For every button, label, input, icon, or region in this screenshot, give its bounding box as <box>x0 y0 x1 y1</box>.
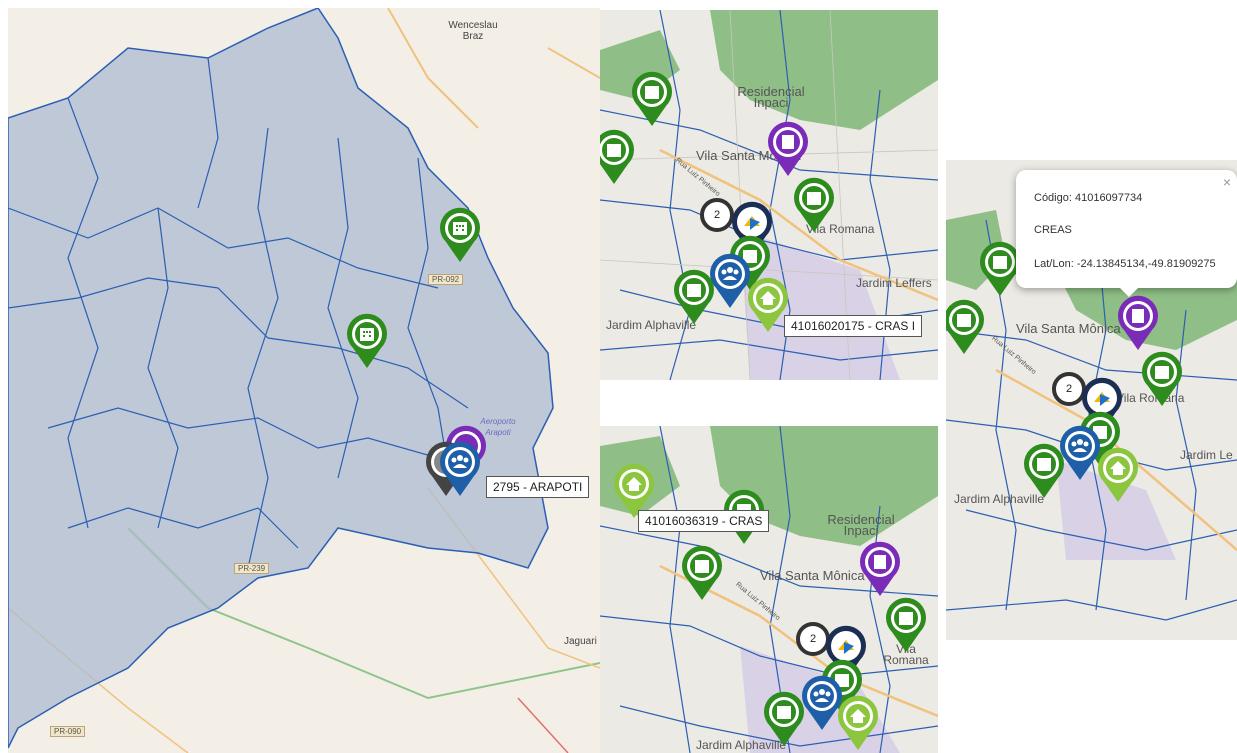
road-shield-pr090: PR-090 <box>50 726 86 737</box>
hospital-icon <box>674 269 714 324</box>
label-vila-santa: Vila Santa Mônica <box>1016 321 1121 336</box>
label-vila-santa: Vila Santa Mônica <box>760 568 865 583</box>
popup-latlon: Lat/Lon: -24.13845134,-49.81909275 <box>1034 258 1216 270</box>
hospital-icon <box>1142 351 1182 406</box>
marker-tooltip: 41016020175 - CRAS I <box>784 315 923 337</box>
building-icon <box>732 201 772 256</box>
hospital-icon <box>440 207 480 262</box>
house-icon <box>838 695 878 750</box>
cras-marker[interactable] <box>708 252 752 310</box>
hospital-icon <box>632 71 672 126</box>
hospital-marker[interactable] <box>946 298 986 356</box>
label-vila-romana: Vila Romana <box>806 222 875 236</box>
hospital-marker[interactable] <box>978 240 1022 298</box>
creas-marker[interactable] <box>766 120 810 178</box>
building-icon <box>826 625 866 680</box>
hospital-icon <box>946 299 984 354</box>
housing-marker[interactable] <box>836 694 880 752</box>
creas-icon <box>768 121 808 176</box>
creas-icon <box>1118 295 1158 350</box>
label-jardim-alphaville: Jardim Alphaville <box>696 738 787 752</box>
marker-popup: × Código: 41016097734 CREAS Lat/Lon: -24… <box>1016 170 1237 297</box>
marker-tooltip: 41016036319 - CRAS <box>638 510 770 532</box>
airport-label: Aeroporto Arapoti <box>480 417 516 437</box>
street-boundaries <box>600 426 938 753</box>
cras-marker[interactable] <box>800 674 844 732</box>
creas-marker[interactable] <box>1116 294 1160 352</box>
popup-codigo: Código: 41016097734 <box>1034 192 1143 204</box>
label-residencial: Residencial Inpaci <box>737 84 805 110</box>
housing-marker[interactable] <box>612 462 656 520</box>
hospital-icon <box>980 241 1020 296</box>
hospital-marker[interactable] <box>680 544 724 602</box>
housing-marker[interactable] <box>1096 446 1140 504</box>
zoom-panel-right[interactable]: Vila Santa Mônica Vila Romana Jardim Le … <box>946 160 1237 640</box>
hospital-icon <box>347 313 387 368</box>
hospital-marker[interactable] <box>792 176 836 234</box>
cluster-marker[interactable]: 2 <box>700 198 734 232</box>
people-icon <box>440 441 480 496</box>
zoom-panel-top[interactable]: Residencial Inpaci Vila Santa Mônica Vil… <box>600 10 938 380</box>
people-icon <box>710 253 750 308</box>
zoom-panel-bottom[interactable]: Residencial Inpaci Vila Santa Mônica Vil… <box>600 426 938 753</box>
hospital-marker[interactable] <box>1022 442 1066 500</box>
hospital-marker[interactable] <box>438 206 482 264</box>
label-jardim-alphaville: Jardim Alphaville <box>606 318 697 332</box>
people-icon <box>1060 425 1100 480</box>
hospital-icon <box>600 129 634 184</box>
building-icon <box>1082 377 1122 432</box>
admin-marker[interactable] <box>730 200 774 258</box>
hospital-icon <box>794 177 834 232</box>
place-label-wenceslau: Wenceslau Braz <box>448 20 498 42</box>
marker-tooltip: 2795 - ARAPOTI <box>486 476 590 498</box>
main-map[interactable]: Wenceslau Braz Jaguari PR-092 PR-239 PR-… <box>8 8 600 753</box>
hospital-icon <box>886 597 926 652</box>
label-residencial: Residencial Inpaci <box>827 512 895 538</box>
zoom-map-top-canvas[interactable] <box>600 10 938 380</box>
popup-tip <box>1120 288 1138 297</box>
house-icon <box>748 277 788 332</box>
creas-icon <box>860 541 900 596</box>
hospital-marker[interactable] <box>600 128 636 186</box>
main-map-canvas[interactable] <box>8 8 600 753</box>
label-jardim-leffers: Jardim Leffers <box>856 276 932 290</box>
hospital-marker[interactable] <box>345 312 389 370</box>
cras-marker[interactable] <box>438 440 482 498</box>
road-shield-pr239: PR-239 <box>234 563 270 574</box>
road-shield-pr092: PR-092 <box>428 274 464 285</box>
district-boundaries <box>8 57 469 569</box>
people-icon <box>802 675 842 730</box>
hospital-marker[interactable] <box>1140 350 1184 408</box>
hospital-marker[interactable] <box>672 268 716 326</box>
hospital-icon <box>682 545 722 600</box>
label-jardim-le: Jardim Le <box>1180 448 1233 462</box>
cras-marker[interactable] <box>1058 424 1102 482</box>
house-icon <box>614 463 654 518</box>
popup-close-button[interactable]: × <box>1222 174 1231 190</box>
popup-tipo: CREAS <box>1034 224 1072 236</box>
admin-marker[interactable] <box>824 624 868 682</box>
municipality-area <box>8 8 554 749</box>
creas-marker[interactable] <box>858 540 902 598</box>
house-icon <box>1098 447 1138 502</box>
hospital-icon <box>764 691 804 746</box>
admin-marker[interactable] <box>1080 376 1124 434</box>
hospital-marker[interactable] <box>762 690 806 748</box>
place-label-jaguari: Jaguari <box>564 636 597 647</box>
hospital-marker[interactable] <box>630 70 674 128</box>
housing-marker[interactable] <box>746 276 790 334</box>
hospital-icon <box>1024 443 1064 498</box>
hospital-marker[interactable] <box>884 596 928 654</box>
label-jardim-alphaville: Jardim Alphaville <box>954 492 1045 506</box>
